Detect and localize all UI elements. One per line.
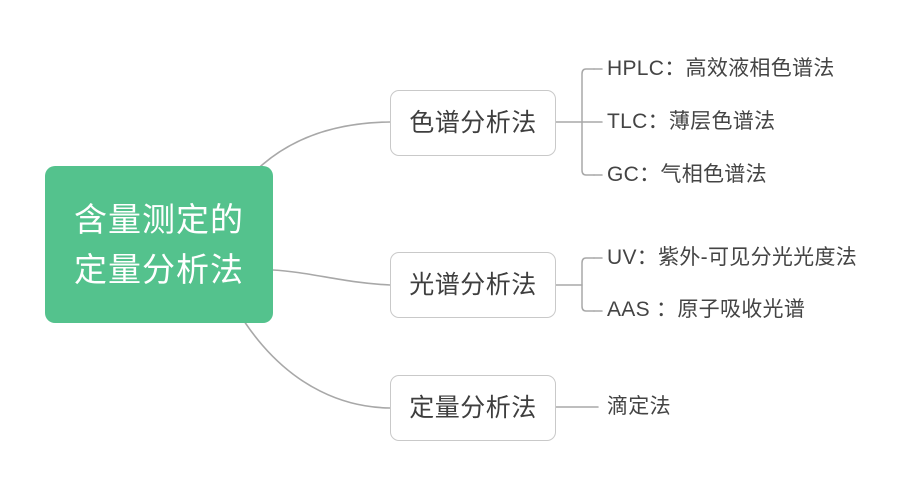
branch-node-spectroscopy[interactable]: 光谱分析法 bbox=[390, 252, 556, 318]
bracket-chromatography-spine bbox=[581, 68, 595, 176]
leaf-node-uv[interactable]: UV：紫外-可见分光光度法 bbox=[607, 246, 858, 269]
branch-node-spectroscopy-label: 光谱分析法 bbox=[409, 271, 537, 299]
root-node-line-2: 定量分析法 bbox=[74, 250, 244, 288]
root-node-line-1: 含量测定的 bbox=[74, 200, 244, 238]
connector-root-to-spectroscopy bbox=[272, 269, 391, 286]
leaf-node-aas[interactable]: AAS ：原子吸收光谱 bbox=[607, 298, 806, 321]
leaf-node-titration[interactable]: 滴定法 bbox=[607, 395, 671, 418]
leaf-node-gc[interactable]: GC：气相色谱法 bbox=[607, 163, 767, 186]
root-node[interactable]: 含量测定的 定量分析法 bbox=[45, 166, 273, 323]
branch-node-quantitative-label: 定量分析法 bbox=[409, 394, 537, 422]
branch-node-quantitative[interactable]: 定量分析法 bbox=[390, 375, 556, 441]
branch-node-chromatography-label: 色谱分析法 bbox=[409, 109, 537, 137]
leaf-node-hplc[interactable]: HPLC：高效液相色谱法 bbox=[607, 57, 835, 80]
branch-node-chromatography[interactable]: 色谱分析法 bbox=[390, 90, 556, 156]
bracket-spectroscopy-spine bbox=[581, 257, 595, 312]
leaf-node-tlc[interactable]: TLC：薄层色谱法 bbox=[607, 110, 776, 133]
